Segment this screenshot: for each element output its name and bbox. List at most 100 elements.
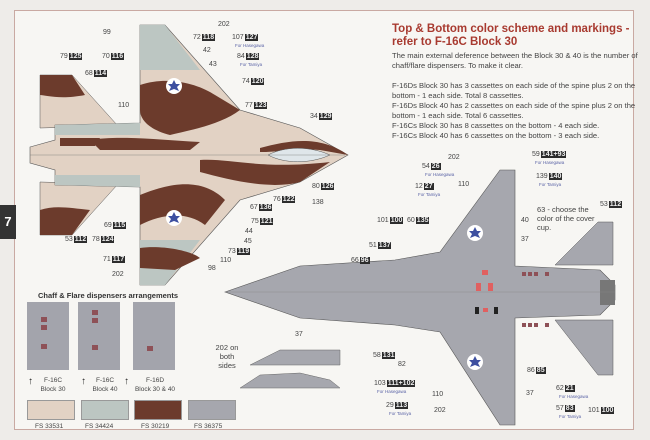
decal-number-badge: 123 (253, 102, 268, 109)
decal-number-badge: 113 (394, 402, 409, 409)
chaff-block: Block 30 (40, 386, 66, 393)
decal-number-badge: 112 (608, 201, 623, 208)
callout-number: 74 (242, 78, 250, 85)
decal-number-badge: 122 (281, 196, 296, 203)
top-view-callout: 98 (208, 264, 216, 273)
decal-number-badge: 115 (112, 222, 127, 229)
decal-number-badge: 96 (359, 257, 370, 264)
roundel-icon (467, 354, 483, 370)
callout-number: 107 (232, 34, 244, 41)
swatch-fs34424 (81, 400, 129, 420)
bottom-view-callout: 37 (521, 235, 529, 244)
callout-number: 62 (556, 385, 564, 392)
callout-number: 138 (312, 199, 324, 206)
callout-number: 202 (218, 21, 230, 28)
callout-number: 139 (536, 173, 548, 180)
callout-number: 54 (422, 163, 430, 170)
callout-number: 73 (228, 248, 236, 255)
callout-number: 58 (373, 352, 381, 359)
chaff-block: Block 30 & 40 (134, 386, 176, 393)
decal-number-badge: 125 (68, 53, 83, 60)
decal-number-badge: 128 (245, 53, 260, 60)
callout-number: 67 (250, 204, 258, 211)
decal-number-badge: 141+93 (540, 151, 567, 158)
side-detail-views (239, 349, 341, 389)
callout-number: 202 (434, 407, 446, 414)
callout-number: 57 (556, 405, 564, 412)
decal-number-badge: 83 (564, 405, 575, 412)
callout-number: 68 (85, 70, 93, 77)
decal-number-badge: 116 (110, 53, 125, 60)
bottom-view-htail-lower (554, 319, 614, 376)
decal-number-badge: 118 (201, 34, 216, 41)
kit-note: For Tamiya (539, 182, 562, 187)
callout-number: 42 (203, 47, 211, 54)
top-view-callout: 138 (312, 198, 324, 207)
kit-note: For Tamiya (240, 62, 263, 67)
kit-note: For Hasegawa (559, 394, 589, 399)
callout-number: 110 (432, 391, 444, 398)
kit-note: For Hasegawa (535, 160, 565, 165)
decal-number-badge: 121 (259, 218, 274, 225)
bottom-view-htail-upper (554, 221, 614, 266)
dispenser-mark (41, 344, 47, 349)
decal-number-badge: 100 (600, 407, 615, 414)
bottom-view-callout: 110 (458, 180, 469, 189)
bottom-view-callout: 202 on both sides (210, 343, 244, 370)
callout-number: 34 (310, 113, 318, 120)
decal-number-badge: 26 (430, 163, 441, 170)
callout-number: 71 (103, 256, 111, 263)
dispenser-mark (41, 317, 47, 322)
callout-number: 59 (532, 151, 540, 158)
callout-number: 99 (103, 29, 111, 36)
decal-number-badge: 140 (548, 173, 563, 180)
description: The main external deference between the … (392, 51, 644, 141)
decal-number-badge: 114 (93, 70, 108, 77)
kit-note: For Hasegawa (425, 172, 455, 177)
callout-number: 60 (407, 217, 415, 224)
roundel-icon (166, 210, 182, 226)
top-view-aircraft (29, 24, 349, 286)
callout-number: 45 (244, 238, 252, 245)
callout-number: 44 (245, 228, 253, 235)
decal-number-badge: 21 (564, 385, 575, 392)
forward-arrow-icon: ↑ (124, 376, 129, 387)
top-view-callout: 99 (103, 28, 111, 37)
callout-number: 76 (273, 196, 281, 203)
top-view-callout: 45 (244, 237, 252, 246)
top-view-callout: 110 (118, 101, 129, 110)
roundel-icon (166, 78, 182, 94)
red-markings (476, 270, 493, 312)
bottom-view-callout: 202 (448, 153, 460, 162)
callout-number: 202 (112, 271, 124, 278)
bottom-view-callout: 40 (521, 216, 529, 225)
callout-number: 101 (588, 407, 600, 414)
bottom-view-callout: 37 (295, 330, 303, 339)
info-line: F-16Ds Block 30 has 3 cassettes on each … (392, 81, 636, 100)
callout-number: 69 (104, 222, 112, 229)
decal-number-badge: 111+102 (386, 380, 416, 387)
swatch-label: FS 36375 (194, 423, 223, 430)
kit-note: For Hasegawa (235, 43, 265, 48)
callout-number: 43 (209, 61, 217, 68)
